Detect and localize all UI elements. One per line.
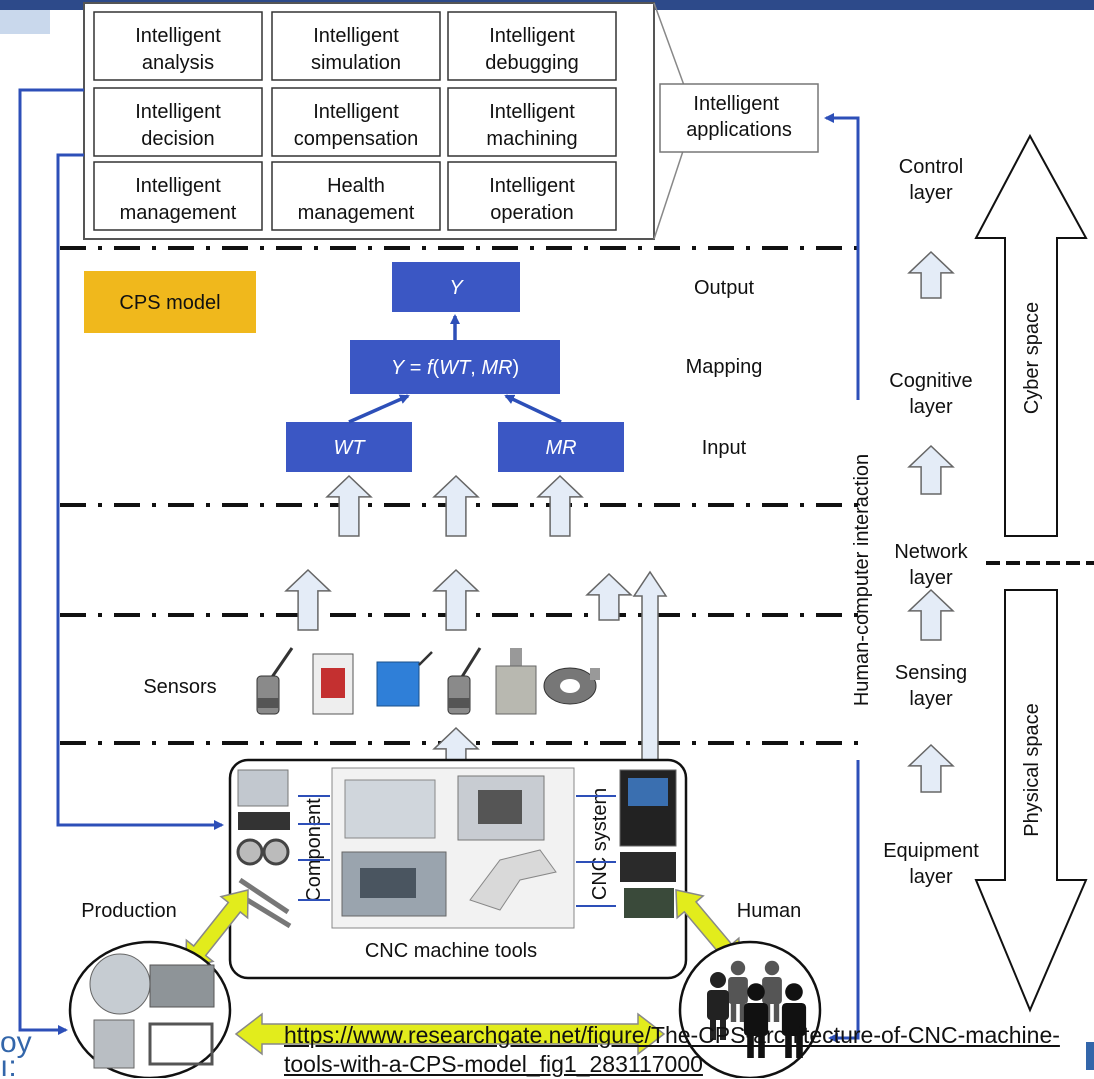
human-computer-interaction-label: Human-computer interaction (851, 454, 873, 706)
wt-to-mapping-arrow (348, 394, 410, 424)
up-arrow-icon (907, 743, 955, 793)
sensors-row-label: Sensors (143, 676, 216, 698)
input-box-mr-label: MR (545, 437, 576, 459)
feedback-lines (18, 88, 860, 1043)
up-arrow-icon (325, 474, 373, 537)
output-box (392, 262, 520, 312)
hci-to-human-line (828, 760, 860, 1043)
left-inner-feedback-line (56, 153, 224, 830)
up-arrow-icon (907, 588, 955, 641)
sensor-blue-box (376, 651, 433, 707)
sensor-ring (543, 667, 600, 705)
cnc-system-label: CNC system (589, 788, 611, 900)
cyber-space-arrow (974, 133, 1088, 537)
apps-grid-cell (447, 161, 617, 231)
zoom-line-bottom (653, 144, 686, 240)
cnc-system-data-arrow (632, 570, 668, 765)
physical-space-arrow (974, 589, 1088, 1013)
sensor-proximity-2 (447, 647, 482, 715)
physical-space-label: Physical space (1021, 703, 1043, 836)
zoom-line-top (653, 2, 686, 89)
input-box-wt-label: WT (333, 437, 366, 459)
intelligent-applications-label: Intelligent applications (686, 93, 792, 141)
left-outer-feedback-line (18, 88, 84, 1035)
apps-grid-cell (93, 87, 263, 157)
cps-model-box (84, 271, 256, 333)
apps-grid-cell (93, 11, 263, 81)
component-label: Component (303, 798, 325, 902)
source-url-link[interactable]: https://www.researchgate.net/figure/The-… (284, 1022, 1060, 1077)
intelligent-applications-box (659, 83, 819, 153)
machine-images (341, 775, 557, 917)
yellow-double-arrow (185, 889, 249, 969)
cnc-machine-tools-caption: CNC machine tools (365, 940, 537, 962)
intelligent-applications-line2: applications (686, 119, 792, 141)
up-arrow-icon (432, 726, 480, 763)
mapping-box (350, 340, 560, 394)
left-edge-text-fragment-2: ı: (0, 1050, 17, 1078)
input-box-mr (498, 422, 624, 472)
up-arrow-icon (585, 572, 633, 621)
people-icons (707, 960, 807, 1058)
up-arrow-icon (432, 568, 480, 631)
production-label: Production (81, 900, 177, 922)
apps-grid-cell (447, 11, 617, 81)
sensor-accelerometer (495, 648, 537, 715)
up-arrow-icon (284, 568, 332, 631)
cps-model-label: CPS model (119, 292, 220, 314)
left-edge-text-fragment-1: oy (0, 1026, 32, 1059)
apps-grid-cell (271, 11, 441, 81)
output-box-label: Y (449, 277, 464, 299)
cyber-space-label: Cyber space (1021, 302, 1043, 414)
apps-grid-cell (271, 161, 441, 231)
mapping-box-label: Y = f(WT, MR) (391, 357, 519, 379)
right-edge-decoration (1086, 1042, 1094, 1070)
apps-grid-cell (271, 87, 441, 157)
intelligent-applications-line1: Intelligent (693, 93, 779, 115)
input-box-wt (286, 422, 412, 472)
cnc-system-images (619, 769, 677, 918)
top-left-decoration (0, 10, 50, 34)
up-arrow-icon (536, 474, 584, 537)
light-arrows-group (284, 250, 955, 793)
apps-grid-cell (447, 87, 617, 157)
sensor-proximity-1 (256, 647, 294, 715)
up-arrow-icon (907, 250, 955, 299)
human-label: Human (737, 900, 801, 922)
output-row-label: Output (694, 277, 754, 299)
component-images (236, 769, 292, 929)
hci-to-apps-line (824, 113, 860, 400)
mapping-row-label: Mapping (686, 356, 763, 378)
production-images (89, 953, 215, 1069)
sensor-images (256, 647, 600, 715)
up-arrow-icon (907, 444, 955, 495)
cnc-system-ticks (576, 795, 616, 907)
mr-to-mapping-arrow (504, 394, 562, 424)
apps-grid-cell (93, 161, 263, 231)
sensor-photoelectric (312, 653, 354, 715)
component-ticks (298, 795, 330, 901)
up-arrow-icon (432, 474, 480, 537)
production-human-arrow (234, 1012, 666, 1056)
input-row-label: Input (702, 437, 747, 459)
